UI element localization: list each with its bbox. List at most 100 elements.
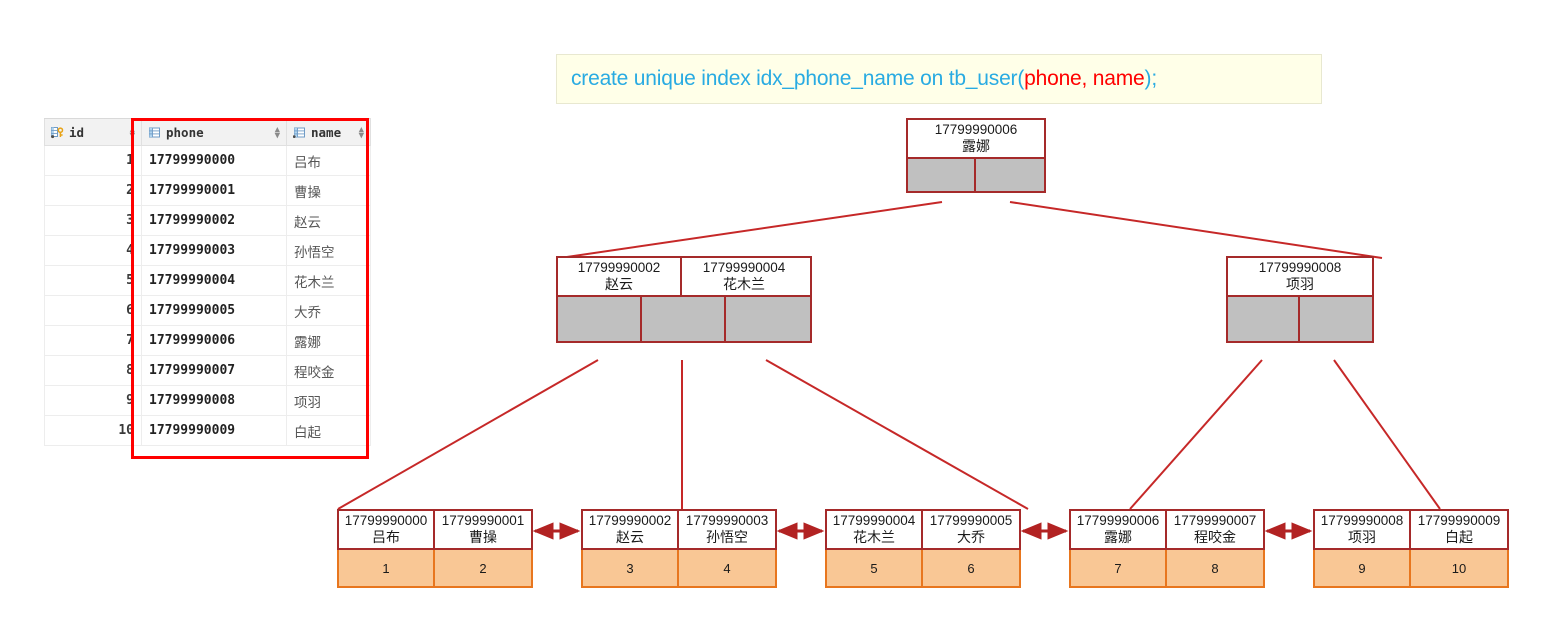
column-icon-name-svg — [292, 127, 305, 138]
inner-left-key-phone-1: 17799990004 — [702, 260, 786, 275]
leaf-5-key-phone-1: 17799990009 — [1417, 513, 1501, 528]
inner-left-key-phone-0: 17799990002 — [577, 260, 661, 275]
link-inner-right-to-leaf-5 — [1333, 359, 1441, 510]
table-cell-name: 赵云 — [286, 205, 371, 236]
leaf-2-data-cell-1: 4 — [679, 550, 775, 587]
leaf-2-key-name-1: 孙悟空 — [706, 528, 748, 545]
leaf-4-key-phone-0: 17799990006 — [1076, 513, 1160, 528]
inner-left-key-name-1: 花木兰 — [723, 275, 765, 292]
leaf-5-key-name-1: 白起 — [1445, 528, 1473, 545]
table-cell-phone: 17799990004 — [141, 265, 287, 296]
link-inner-right-to-leaf-4 — [1129, 359, 1263, 510]
leaf-3-key-name-1: 大乔 — [957, 528, 985, 545]
leaf-1-key-phone-0: 17799990000 — [344, 513, 428, 528]
inner-left-pointer-cell-1 — [642, 297, 726, 342]
leaf-3-key-phone-0: 17799990004 — [832, 513, 916, 528]
column-header-phone[interactable]: phone ▲▼ — [141, 118, 287, 146]
sql-prefix: create unique index idx_phone_name on tb… — [571, 67, 1025, 90]
leaf-4-data-cell-1: 8 — [1167, 550, 1263, 587]
table-cell-phone: 17799990005 — [141, 295, 287, 326]
column-header-name-label: name — [311, 124, 342, 140]
sort-toggle-name[interactable]: ▲▼ — [358, 125, 364, 141]
tree-inner-node-right: 17799990008 项羽 — [1226, 256, 1374, 344]
leaf-1-key-name-0: 吕布 — [372, 528, 400, 545]
inner-right-key-name-0: 项羽 — [1286, 275, 1314, 292]
root-key-row: 17799990006 露娜 — [906, 118, 1046, 160]
sql-highlighted-columns: phone, name — [1024, 67, 1145, 90]
table-cell-id: 8 — [44, 355, 142, 386]
leaf-2-key-phone-0: 17799990002 — [588, 513, 672, 528]
sort-toggle-id[interactable]: ▲▼ — [129, 125, 135, 141]
leaf-1-key-name-1: 曹操 — [469, 528, 497, 545]
column-icon-name — [292, 126, 306, 139]
table-header-row: id ▲▼ phone ▲▼ — [44, 118, 371, 146]
root-key-cell-0: 17799990006 露娜 — [908, 120, 1044, 157]
table-cell-phone: 17799990001 — [141, 175, 287, 206]
table-cell-name: 吕布 — [286, 145, 371, 176]
table-cell-phone: 17799990002 — [141, 205, 287, 236]
sort-toggle-phone[interactable]: ▲▼ — [274, 125, 280, 141]
primary-key-column-icon — [51, 126, 64, 139]
tree-inner-node-left: 17799990002 赵云 17799990004 花木兰 — [556, 256, 812, 344]
leaf-4-key-name-1: 程咬金 — [1194, 528, 1236, 545]
sql-statement-banner: create unique index idx_phone_name on tb… — [556, 54, 1322, 104]
leaf-5-key-phone-0: 17799990008 — [1320, 513, 1404, 528]
inner-right-key-phone-0: 17799990008 — [1258, 260, 1342, 275]
primary-key-icon-svg — [51, 126, 64, 138]
table-cell-id: 7 — [44, 325, 142, 356]
user-data-table: id ▲▼ phone ▲▼ — [44, 118, 371, 446]
table-cell-id: 4 — [44, 235, 142, 266]
leaf-2-key-phone-1: 17799990003 — [685, 513, 769, 528]
table-cell-phone: 17799990000 — [141, 145, 287, 176]
leaf-5-data-cell-1: 10 — [1411, 550, 1507, 587]
link-inner-left-to-leaf-1 — [337, 359, 599, 510]
leaf-5-key-name-0: 项羽 — [1348, 528, 1376, 545]
leaf-3-data-cell-1: 6 — [923, 550, 1019, 587]
column-icon-phone — [148, 126, 161, 139]
table-cell-name: 项羽 — [286, 385, 371, 416]
leaf-3-data-cell-0: 5 — [827, 550, 923, 587]
sql-statement-text: create unique index idx_phone_name on tb… — [571, 67, 1157, 91]
leaf-4-key-phone-1: 17799990007 — [1173, 513, 1257, 528]
leaf-3-key-phone-1: 17799990005 — [929, 513, 1013, 528]
sql-suffix: ); — [1144, 67, 1158, 90]
table-cell-name: 花木兰 — [286, 265, 371, 296]
root-pointer-cell-1 — [976, 159, 1044, 192]
column-header-id[interactable]: id ▲▼ — [44, 118, 142, 146]
inner-right-key-row: 17799990008 项羽 — [1226, 256, 1374, 298]
link-inner-left-to-leaf-3 — [765, 359, 1029, 510]
link-root-to-inner-left — [559, 201, 943, 259]
leaf-1-data-cell-0: 1 — [339, 550, 435, 587]
leaf-5-data-cell-0: 9 — [1315, 550, 1411, 587]
root-key-phone-0: 17799990006 — [934, 122, 1018, 137]
column-header-phone-label: phone — [166, 124, 204, 140]
table-cell-id: 5 — [44, 265, 142, 296]
table-cell-id: 2 — [44, 175, 142, 206]
column-header-name[interactable]: name ▲▼ — [286, 118, 371, 146]
inner-left-pointer-row — [556, 297, 812, 344]
root-pointer-row — [906, 159, 1046, 194]
